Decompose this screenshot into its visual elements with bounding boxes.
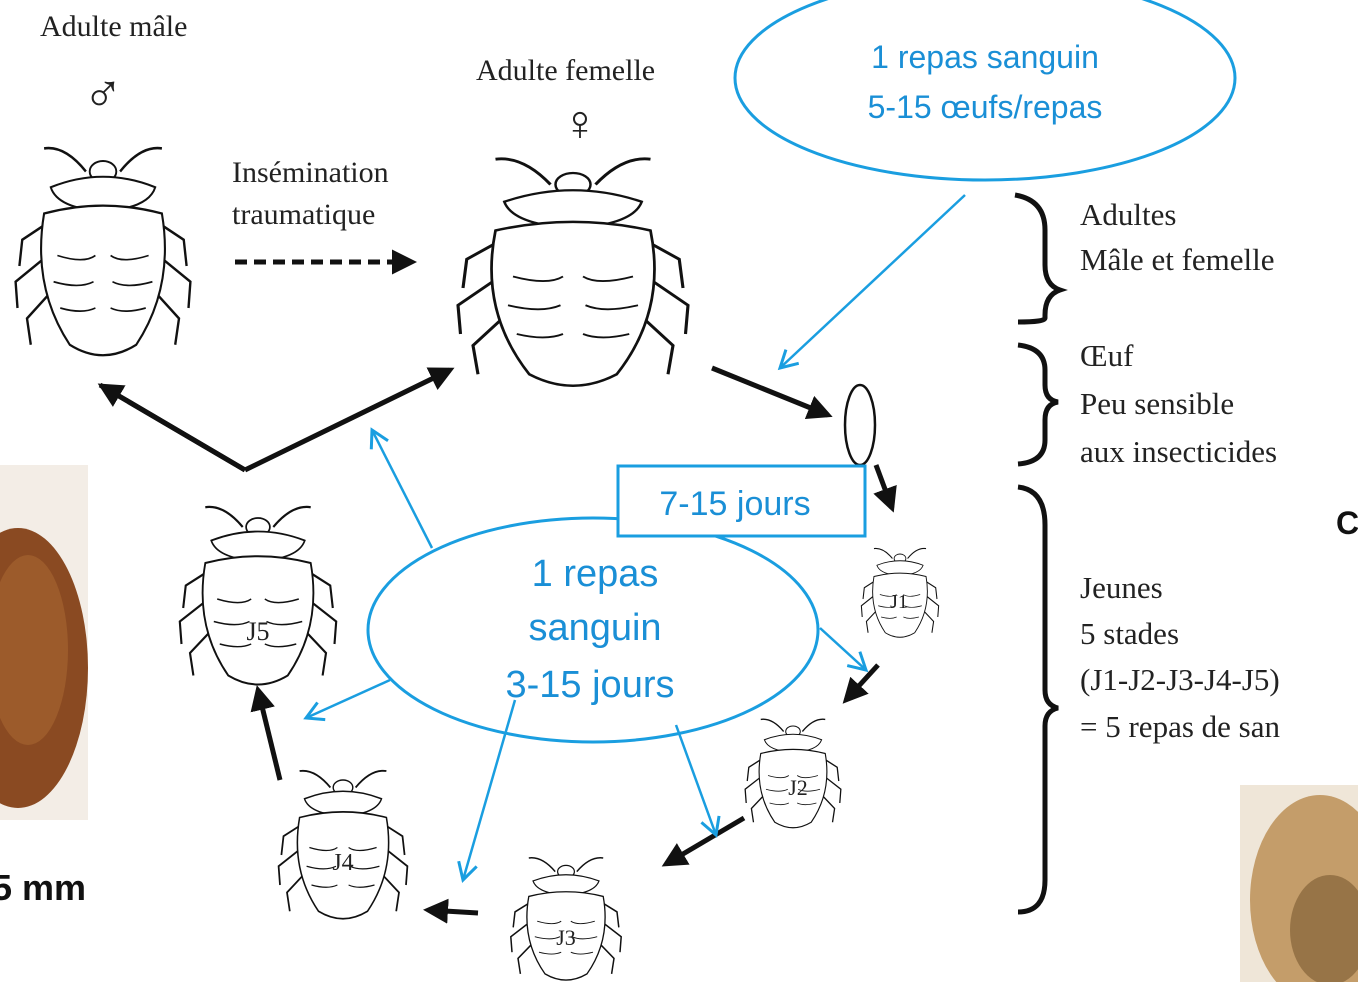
size-label: 5 mm <box>0 867 86 908</box>
young-note-line3: (J1-J2-J3-J4-J5) <box>1080 662 1280 697</box>
j5-label: J5 <box>246 617 269 646</box>
young-note-line2: 5 stades <box>1080 616 1179 651</box>
adult-male-bug <box>16 148 191 355</box>
bedbug-photo-left <box>0 465 88 820</box>
nymph-meal-line1: 1 repas <box>532 553 659 595</box>
insemination-label-line1: Insémination <box>232 156 389 189</box>
female-symbol: ♀ <box>561 95 599 151</box>
adult-male-label: Adulte mâle <box>40 10 187 43</box>
nymph-meal-line2: sanguin <box>528 607 661 649</box>
j4-label: J4 <box>332 850 353 876</box>
young-note-line4: = 5 repas de san <box>1080 709 1280 744</box>
female-meal-line2: 5-15 œufs/repas <box>868 89 1103 125</box>
egg-duration-label: 7-15 jours <box>659 485 810 523</box>
egg-note-line2: Peu sensible <box>1080 386 1234 421</box>
bedbug-photo-right <box>1240 785 1358 982</box>
nymph-j2-bug <box>745 719 841 828</box>
j1-label: J1 <box>890 591 908 613</box>
j3-label: J3 <box>556 925 576 950</box>
nymph-j3-bug <box>511 858 621 980</box>
young-note-line1: Jeunes <box>1080 570 1163 605</box>
adults-note-line1: Adultes <box>1080 197 1176 232</box>
adult-female-bug <box>458 159 688 386</box>
nymph-j5-bug <box>180 507 336 685</box>
adults-note-line2: Mâle et femelle <box>1080 242 1275 277</box>
j2-label: J2 <box>788 775 808 800</box>
male-symbol: ♂ <box>83 64 124 124</box>
cut-letter: C <box>1336 505 1358 541</box>
stage-brackets <box>1015 195 1060 912</box>
insemination-label-line2: traumatique <box>232 198 375 231</box>
adult-female-label: Adulte femelle <box>476 54 655 87</box>
nymph-j4-bug <box>279 771 408 919</box>
nymph-meal-line3: 3-15 jours <box>506 664 675 706</box>
egg-note-line1: Œuf <box>1080 338 1134 373</box>
female-meal-line1: 1 repas sanguin <box>871 39 1099 75</box>
egg-note-line3: aux insecticides <box>1080 434 1277 469</box>
egg-shape <box>845 385 875 465</box>
